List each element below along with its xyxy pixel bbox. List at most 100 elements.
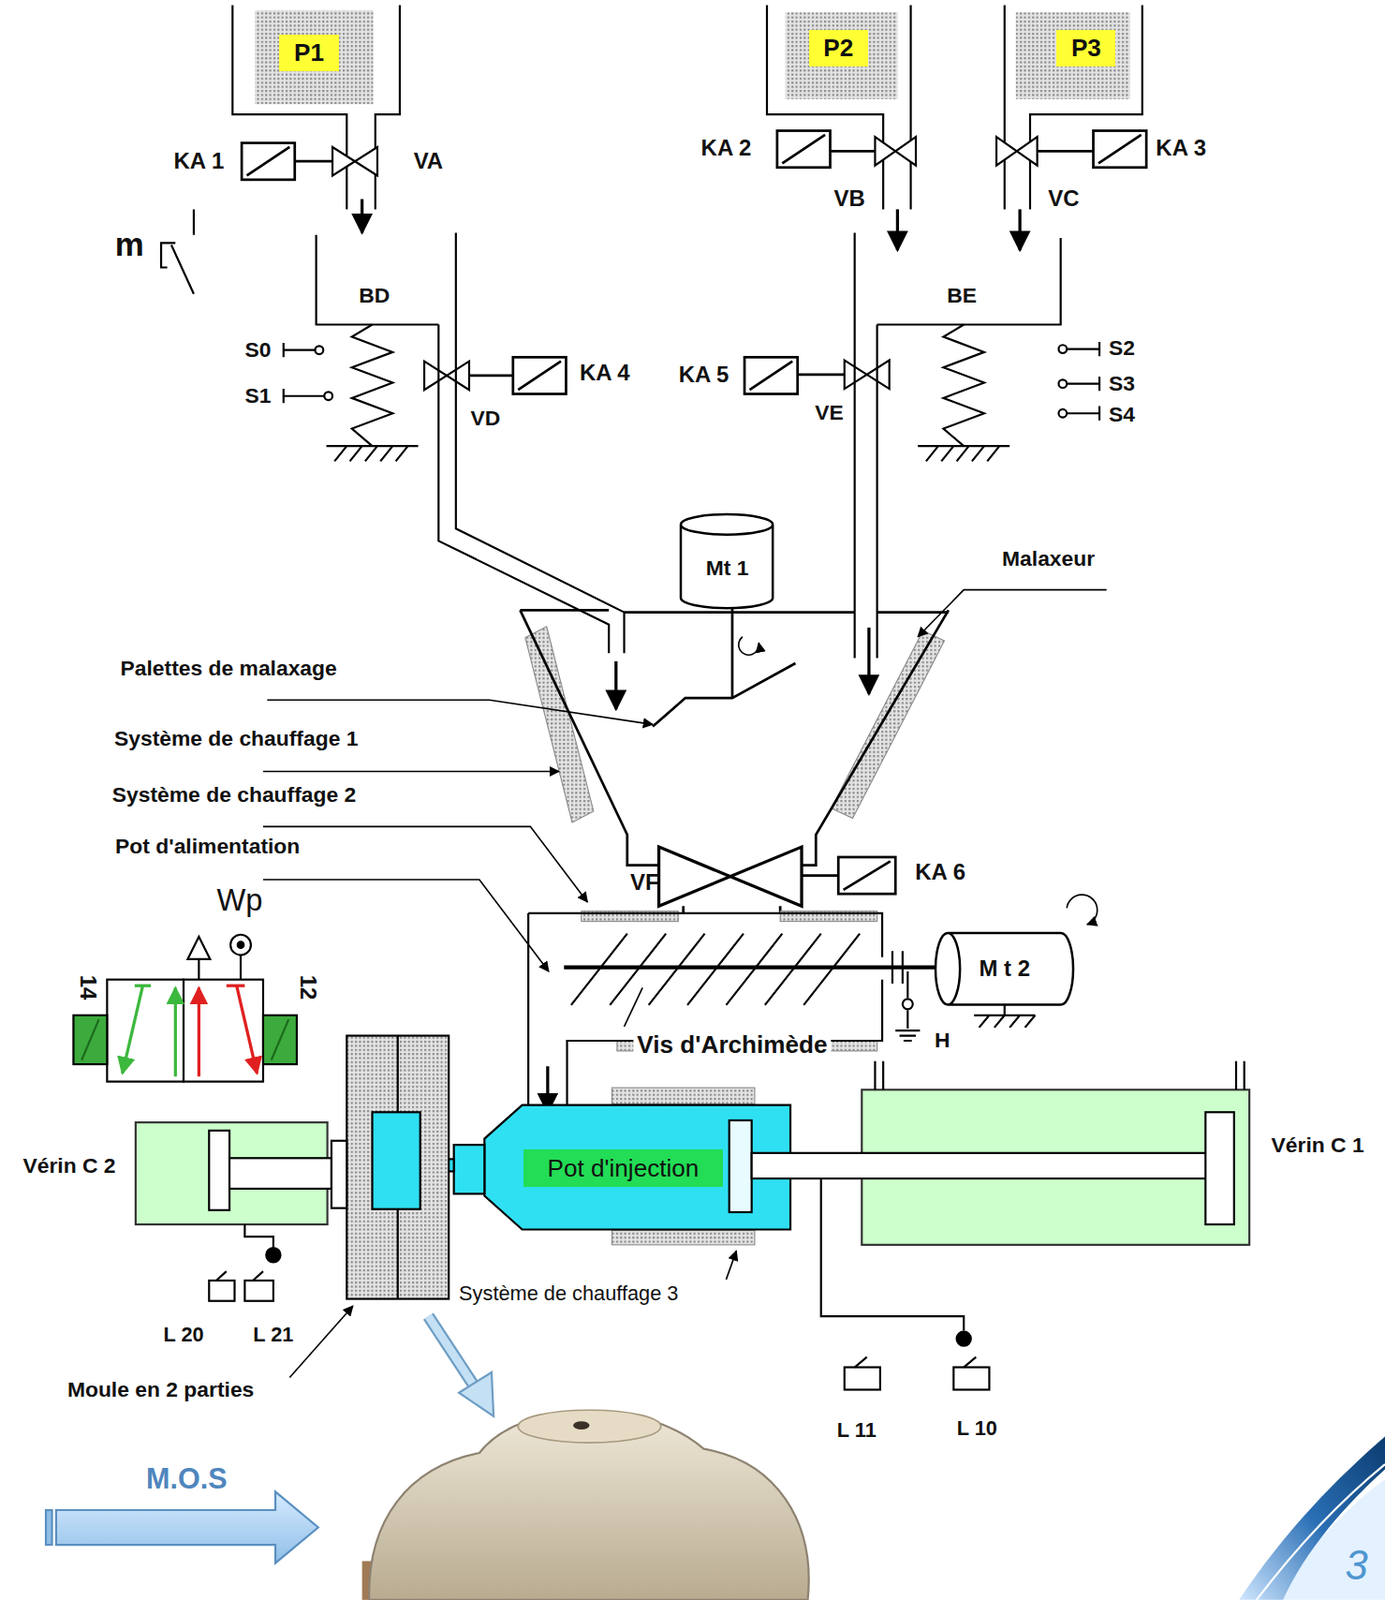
leader-line: [725, 1250, 737, 1279]
solenoid-symbol: [469, 361, 561, 390]
label-box: P3: [1056, 29, 1116, 67]
pneumatic-valve: [198, 955, 241, 980]
weighing-bin-bd: [316, 235, 440, 325]
level-sensor: [1066, 341, 1100, 356]
product-arrow: [427, 1315, 475, 1387]
part-label: Pot d'alimentation: [115, 834, 300, 858]
hopper-p2: [785, 12, 899, 100]
level-sensor: [283, 341, 1100, 421]
part-label: M.O.S: [146, 1462, 227, 1495]
leader-line: [263, 825, 588, 902]
part-label: Palettes de malaxage: [120, 657, 338, 681]
part-label: 3: [1344, 1543, 1368, 1589]
pneumatic-valve: [134, 984, 151, 988]
mould: [244, 1280, 273, 1301]
weighing-bin-be: [942, 324, 985, 446]
node-text: P2: [823, 34, 854, 62]
mould: [372, 1111, 421, 1209]
hopper-p2: [766, 5, 912, 210]
feed-pot: [973, 1004, 1035, 1028]
mixer-body: [738, 636, 760, 655]
part-label: Vérin C 2: [22, 1153, 116, 1178]
part-label: S3: [1108, 371, 1135, 396]
part-label: VA: [413, 148, 444, 174]
weighing-bin-bd: [316, 232, 625, 653]
push-button-symbol: [161, 208, 194, 294]
part-label: BD: [358, 283, 390, 308]
solenoid-symbol: [247, 147, 333, 176]
part-label: 14: [74, 974, 100, 1001]
leader-line: [263, 770, 560, 773]
level-sensor: [324, 391, 333, 400]
injection-unit: [454, 1144, 486, 1194]
label-box: Pot d'injection: [523, 1149, 723, 1186]
part-label: H: [934, 1028, 951, 1052]
feed-pot: [528, 894, 1098, 1105]
product-arrow: [458, 1371, 494, 1416]
part-label: KA 1: [174, 148, 225, 174]
weighing-bin-be: [854, 232, 1061, 658]
level-sensor: [1066, 376, 1100, 391]
part-label: VF: [630, 869, 660, 895]
mixer-body: [831, 630, 945, 818]
level-sensor: [1058, 409, 1067, 418]
node-text: P3: [1071, 34, 1102, 62]
level-sensor: [1058, 379, 1067, 388]
weighing-bin-bd: [326, 445, 419, 461]
push-button-symbol: [161, 208, 194, 294]
motor-outline: [935, 932, 1074, 1004]
weighing-bin-be: [877, 237, 1061, 325]
valve-symbol: [874, 136, 916, 165]
level-sensor: [1058, 344, 1067, 354]
part-label: Moule en 2 parties: [67, 1378, 254, 1402]
pneumatic-valve: [236, 985, 258, 1074]
mould: [331, 1140, 347, 1209]
corner-swoosh: [1238, 1436, 1385, 1600]
part-label: m: [115, 226, 145, 263]
pneumatic-valve: [197, 987, 201, 1076]
part-label: Système de chauffage 3: [458, 1281, 678, 1305]
node-text: Mt 1: [706, 542, 750, 580]
part-label: S2: [1108, 337, 1135, 361]
node-text: M t 2: [978, 956, 1031, 981]
injection-unit: [729, 1119, 752, 1212]
feed-pot: [895, 1009, 920, 1041]
mould: [265, 1247, 280, 1262]
part-label: KA 3: [1155, 135, 1207, 161]
node-text: Pot d'injection: [547, 1154, 700, 1182]
solenoid-symbol: [781, 134, 875, 163]
level-sensor: [283, 342, 316, 357]
injection-unit: [1205, 1111, 1234, 1224]
product-arrow: [427, 1315, 494, 1416]
level-sensor: [283, 388, 325, 403]
pneumatic-valve: [226, 984, 246, 988]
part-label: KA 4: [579, 359, 631, 384]
product-cover: [362, 1409, 810, 1600]
solenoid-symbol: [241, 131, 1147, 895]
mos-arrow: [56, 1490, 319, 1562]
part-label: KA 2: [701, 135, 752, 161]
mould: [216, 1270, 264, 1281]
injection-unit: [611, 1230, 754, 1245]
valve-symbol: [424, 361, 470, 390]
injection-unit: [957, 1330, 972, 1345]
weighing-bin-bd: [352, 324, 394, 446]
mos-arrow: [45, 1509, 53, 1545]
product-cover: [517, 1409, 661, 1443]
hopper-p1: [232, 5, 400, 210]
flow-arrow: [867, 627, 870, 694]
part-label: VC: [1047, 186, 1079, 211]
valve-symbol: [659, 846, 802, 906]
mould: [244, 1223, 273, 1248]
corner-swoosh: [1238, 1436, 1385, 1600]
hopper-p3: [1004, 5, 1143, 210]
mould: [208, 1130, 230, 1210]
part-label: L 20: [162, 1323, 204, 1346]
injection-unit: [874, 1060, 1244, 1090]
part-label: VB: [834, 186, 866, 211]
injection-unit: [751, 1152, 1209, 1179]
product-cover: [573, 1420, 590, 1430]
motor-symbol: M t 2: [935, 931, 1074, 1005]
part-label: 12: [295, 974, 321, 1001]
